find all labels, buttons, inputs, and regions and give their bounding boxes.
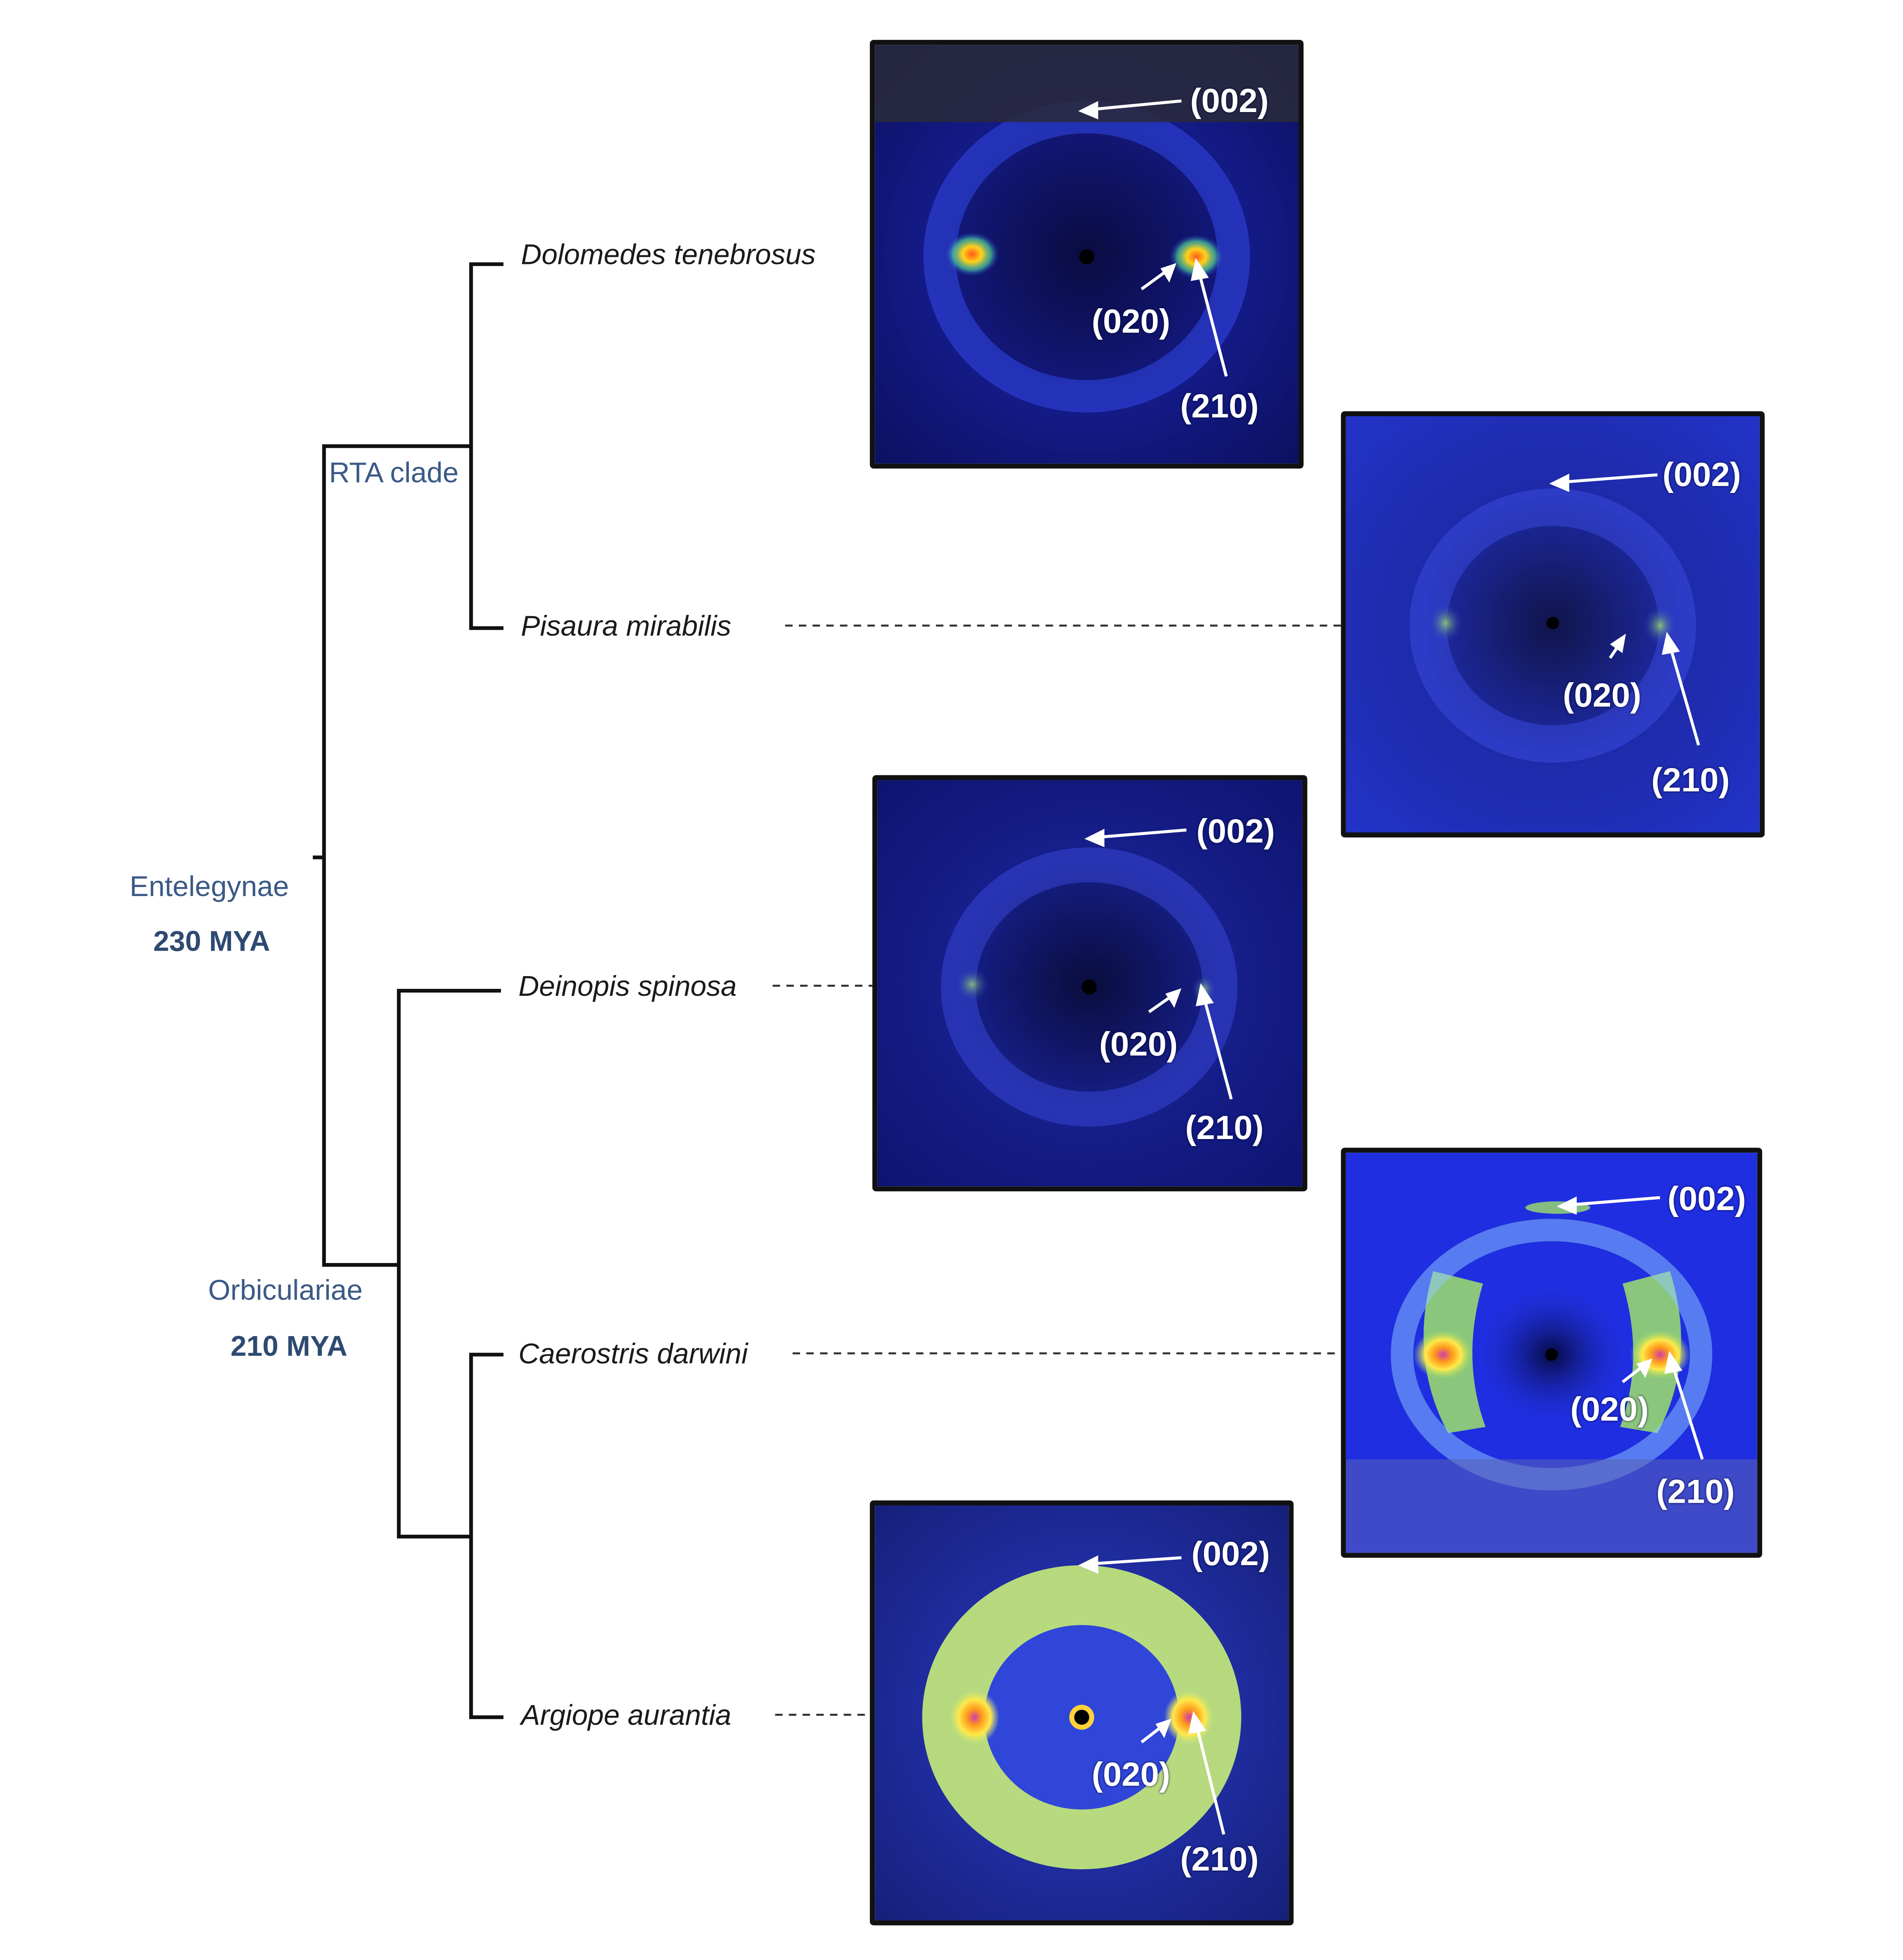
diffraction-pattern (1346, 1153, 1757, 1553)
araneidae-branch (469, 1353, 504, 1719)
reflection-label-020: (020) (1563, 676, 1642, 714)
species-label-deinopis: Deinopis spinosa (518, 970, 737, 1002)
rta-clade-branch (469, 262, 504, 630)
reflection-label-020: (020) (1099, 1025, 1178, 1063)
reflection-label-020: (020) (1570, 1391, 1649, 1428)
reflection-label-210: (210) (1656, 1473, 1735, 1511)
diffraction-panel-deinopis: (002) (020) (210) (872, 775, 1307, 1192)
reflection-label-210: (210) (1180, 387, 1259, 425)
reflection-label-002: (002) (1190, 82, 1269, 120)
reflection-label-002: (002) (1196, 812, 1275, 850)
diffraction-panel-dolomedes: (002) (020) (210) (870, 40, 1304, 469)
diffraction-panel-argiope: (002) (020) (210) (870, 1500, 1294, 1926)
clade-age-entelegynae: 230 MYA (153, 924, 271, 957)
reflection-label-210: (210) (1185, 1109, 1264, 1147)
reflection-label-210: (210) (1651, 761, 1730, 799)
species-label-argiope: Argiope aurantia (521, 1699, 731, 1731)
diffraction-pattern (877, 780, 1302, 1187)
diffraction-pattern (875, 45, 1299, 464)
reflection-label-002: (002) (1667, 1180, 1746, 1218)
species-label-caerostris: Caerostris darwini (518, 1337, 748, 1370)
clade-age-orbiculariae: 210 MYA (230, 1330, 348, 1362)
diffraction-pattern (875, 1505, 1289, 1921)
species-label-pisaura: Pisaura mirabilis (521, 609, 731, 642)
diffraction-panel-pisaura: (002) (020) (210) (1341, 411, 1765, 838)
reflection-label-002: (002) (1191, 1535, 1270, 1573)
clade-label-entelegynae: Entelegynae (129, 870, 289, 903)
reflection-label-210: (210) (1180, 1841, 1259, 1878)
reflection-label-020: (020) (1091, 303, 1170, 340)
diffraction-pattern (1346, 416, 1760, 833)
reflection-label-002: (002) (1662, 456, 1741, 494)
entelegynae-branch (322, 444, 471, 1267)
species-label-dolomedes: Dolomedes tenebrosus (521, 238, 816, 271)
clade-label-rta: RTA clade (329, 456, 459, 489)
orbiculariae-branch (397, 989, 501, 1538)
reflection-label-020: (020) (1091, 1756, 1170, 1793)
diffraction-panel-caerostris: (002) (020) (210) (1341, 1148, 1762, 1558)
clade-label-orbiculariae: Orbiculariae (208, 1273, 363, 1306)
